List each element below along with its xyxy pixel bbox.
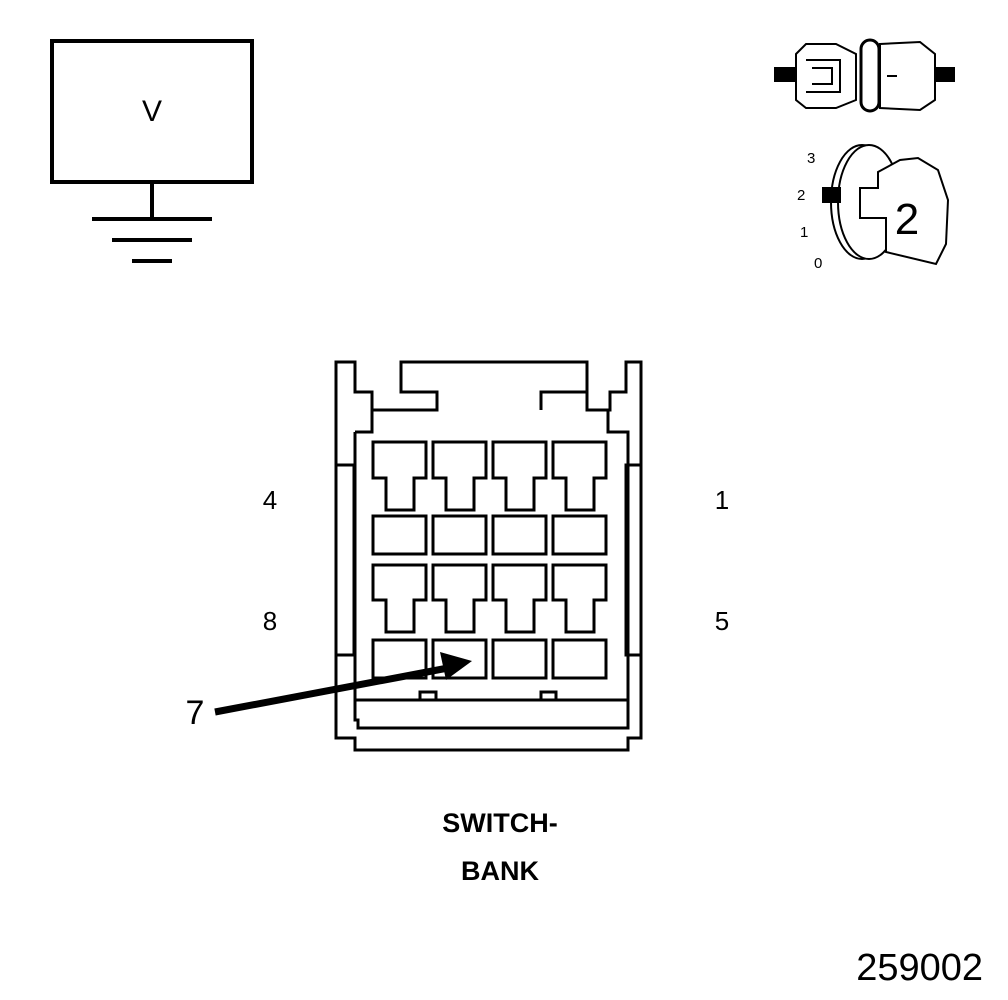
connector-housing <box>334 360 643 752</box>
cavity-pin-4 <box>371 440 428 512</box>
key-position-0: 0 <box>814 255 822 272</box>
connector-disconnect-icon <box>774 38 955 113</box>
cavity-lock <box>551 514 608 556</box>
pin-label-8: 8 <box>263 606 277 636</box>
cavity-pin-6 <box>491 563 548 634</box>
cavity-pin-3 <box>431 440 488 512</box>
cavity-pin-1 <box>551 440 608 512</box>
inner-frame <box>353 410 630 730</box>
key-position-marker <box>822 187 841 203</box>
figure-number: 259002 <box>856 947 983 989</box>
cavity-pin-8 <box>371 563 428 634</box>
voltmeter <box>50 39 254 263</box>
switch-bank-connector <box>334 360 643 752</box>
cavity-lock <box>371 514 428 556</box>
cavity-lock <box>551 638 608 680</box>
cavity-pin-7 <box>431 563 488 634</box>
cavity-pin-2 <box>491 440 548 512</box>
terminal-cavities <box>371 440 608 680</box>
voltmeter-symbol: V <box>142 95 162 128</box>
key-position-3: 3 <box>807 150 815 167</box>
right-guide <box>624 463 643 657</box>
connector-title-line2: BANK <box>461 856 539 886</box>
key-number-label: 2 <box>895 195 919 244</box>
pin-label-1: 1 <box>715 485 729 515</box>
key-position-2: 2 <box>797 187 805 204</box>
cavity-pin-5 <box>551 563 608 634</box>
probe-pin-label: 7 <box>186 694 205 732</box>
pin-label-4: 4 <box>263 485 277 515</box>
cavity-lock <box>431 514 488 556</box>
pin-label-5: 5 <box>715 606 729 636</box>
probe-arrow <box>214 652 472 716</box>
connector-title-line1: SWITCH- <box>442 808 557 838</box>
cavity-lock <box>491 638 548 680</box>
cavity-lock <box>491 514 548 556</box>
ignition-key-icon <box>822 144 950 266</box>
left-guide <box>334 463 356 657</box>
latch-tab <box>399 362 589 410</box>
key-position-1: 1 <box>800 224 808 241</box>
